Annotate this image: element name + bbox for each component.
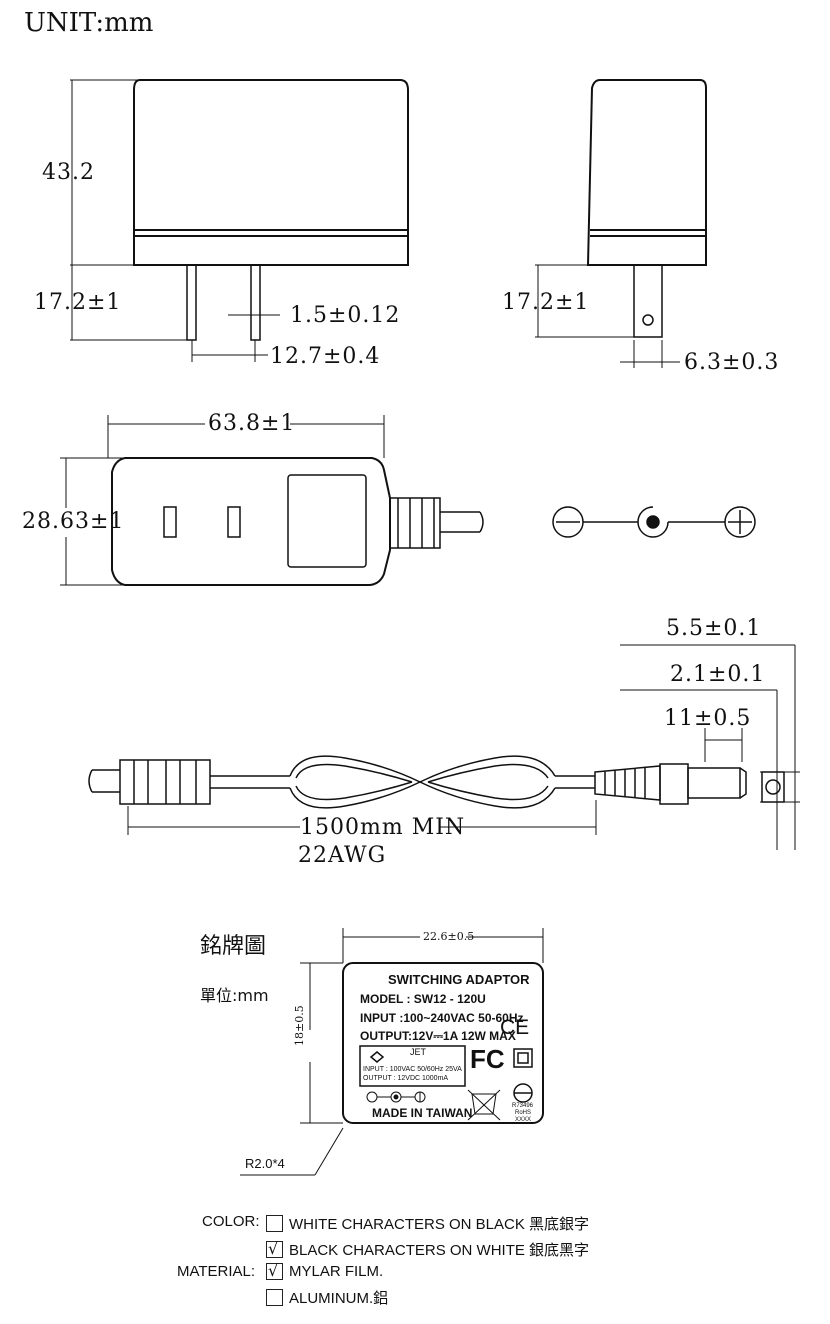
color-option-white[interactable]: WHITE CHARACTERS ON BLACK 黑底銀字	[266, 1213, 589, 1234]
cable-length-dimension: 1500mm MIN	[300, 815, 466, 840]
body-width-dimension: 28.63±1	[22, 509, 125, 534]
material-label: MATERIAL:	[177, 1263, 256, 1280]
plug-length-dimension: 11±0.5	[664, 706, 752, 731]
cable-gauge-label: 22AWG	[298, 843, 387, 868]
material-option-mylar[interactable]: MYLAR FILM.	[266, 1261, 384, 1280]
polarity-symbol	[552, 506, 756, 538]
front-height-dimension: 43.2	[42, 160, 95, 185]
cert-number: R73496	[512, 1103, 534, 1109]
jet-output: OUTPUT : 12VDC 1000mA	[363, 1075, 449, 1082]
nameplate-height-dimension: 18±0.5	[293, 1005, 306, 1046]
made-in-label: MADE IN TAIWAN	[372, 1106, 473, 1120]
color-label: COLOR:	[202, 1213, 260, 1230]
front-dimensions	[70, 79, 280, 362]
checkbox-material-aluminum[interactable]	[266, 1289, 283, 1306]
color-option-white-label: WHITE CHARACTERS ON BLACK 黑底銀字	[289, 1216, 590, 1233]
xxxx-label: XXXX	[515, 1117, 532, 1123]
prong-width-dimension: 1.5±0.12	[290, 303, 401, 328]
unit-label: UNIT:mm	[24, 8, 154, 38]
material-option-mylar-label: MYLAR FILM.	[289, 1263, 384, 1280]
top-dimensions	[60, 415, 385, 586]
nameplate-drawing	[342, 962, 544, 1124]
checkbox-material-mylar[interactable]	[266, 1261, 283, 1280]
material-option-aluminum[interactable]: ALUMINUM.鋁	[266, 1287, 388, 1308]
plug-id-dimension: 2.1±0.1	[670, 662, 766, 687]
jet-label: JET	[410, 1047, 427, 1057]
jet-input: INPUT : 100VAC 50/60Hz 25VA	[363, 1066, 462, 1073]
body-length-dimension: 63.8±1	[208, 411, 296, 436]
corner-radius-label: R2.0*4	[245, 1156, 285, 1171]
nameplate-dimensions	[240, 928, 544, 1176]
prong-spacing-dimension: 12.7±0.4	[270, 344, 381, 369]
prong-length-side-dimension: 17.2±1	[502, 290, 590, 315]
side-dimensions	[535, 264, 680, 368]
nameplate-unit: 單位:mm	[200, 986, 269, 1005]
checkbox-color-white[interactable]	[266, 1215, 283, 1232]
nameplate-model: MODEL : SW12 - 120U	[360, 992, 486, 1006]
cable-assembly	[88, 755, 785, 809]
color-option-black-label: BLACK CHARACTERS ON WHITE 銀底黑字	[289, 1242, 590, 1259]
top-view-adapter	[111, 457, 484, 586]
nameplate-width-dimension: 22.6±0.5	[423, 930, 475, 943]
material-option-aluminum-label: ALUMINUM.鋁	[289, 1290, 389, 1307]
side-view-adapter	[586, 79, 707, 338]
rohs-label: RoHS	[515, 1110, 532, 1116]
prong-length-front-dimension: 17.2±1	[34, 290, 122, 315]
front-view-adapter	[133, 79, 409, 341]
nameplate-input: INPUT :100~240VAC 50-60Hz	[360, 1011, 524, 1025]
plug-od-dimension: 5.5±0.1	[666, 616, 762, 641]
nameplate-output: OUTPUT:12V⎓1A 12W MAX	[360, 1029, 516, 1043]
checkbox-color-black[interactable]	[266, 1239, 283, 1258]
color-option-black[interactable]: BLACK CHARACTERS ON WHITE 銀底黑字	[266, 1239, 589, 1260]
cable-dimensions	[127, 644, 800, 850]
nameplate-title: 銘牌圖	[200, 934, 267, 959]
nameplate-heading: SWITCHING ADAPTOR	[388, 972, 530, 987]
prong-thickness-dimension: 6.3±0.3	[684, 350, 780, 375]
ce-mark: CE	[500, 1016, 530, 1039]
fc-mark: FC	[470, 1044, 505, 1074]
